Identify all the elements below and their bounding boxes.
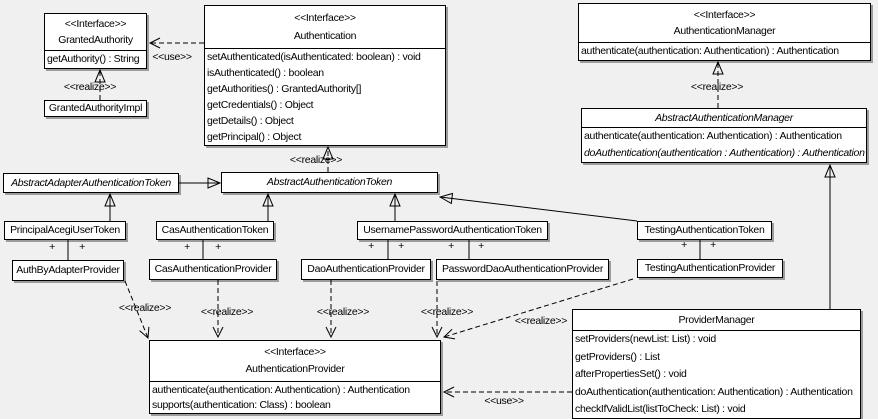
class-name: AbstractAuthenticationManager xyxy=(655,111,793,124)
class-auth-by-adapter-provider[interactable]: AuthByAdapterProvider xyxy=(12,260,124,281)
method-label: doAuthentication(authentication : Authen… xyxy=(584,147,865,160)
class-header: <<Interface>> Authentication xyxy=(205,6,445,49)
class-abstract-adapter-authentication-token[interactable]: AbstractAdapterAuthenticationToken xyxy=(3,173,179,193)
class-header: <<Interface>> AuthenticationManager xyxy=(579,4,870,43)
class-header: <<Interface>> AuthenticationProvider xyxy=(150,341,440,382)
class-principal-acegi-user-token[interactable]: PrincipalAcegiUserToken xyxy=(4,221,126,240)
class-name: DaoAuthenticationProvider xyxy=(307,263,425,276)
class-testing-authentication-token[interactable]: TestingAuthenticationToken xyxy=(637,221,772,240)
stereotype-label: <<Interface>> xyxy=(264,346,326,359)
class-name: TestingAuthenticationToken xyxy=(644,224,765,237)
multiplicity-label: + xyxy=(448,239,454,252)
multiplicity-label: + xyxy=(368,239,374,252)
method-label: setProviders(newList: List) : void xyxy=(575,333,716,346)
class-name: GrantedAuthority xyxy=(58,33,133,46)
method-label: checkIfValidList(listToCheck: List) : vo… xyxy=(575,403,746,415)
class-name: TestingAuthenticationProvider xyxy=(644,262,776,275)
class-name: CasAuthenticationProvider xyxy=(154,263,272,276)
method-label: getDetails() : Object xyxy=(207,114,294,127)
method-label: isAuthenticated() : boolean xyxy=(207,66,324,79)
class-name: AuthenticationManager xyxy=(673,24,776,37)
edge-label-realize: <<realize>> xyxy=(316,305,370,318)
class-provider-manager[interactable]: ProviderManager setProviders(newList: Li… xyxy=(572,309,861,419)
method-label: doAuthentication(authentication: Authent… xyxy=(575,385,853,398)
class-name: AbstractAdapterAuthenticationToken xyxy=(11,176,171,189)
method-label: getProviders() : List xyxy=(575,350,660,363)
method-label: getAuthorities() : GrantedAuthority[] xyxy=(207,82,362,95)
edge-label-realize: <<realize>> xyxy=(289,153,343,166)
edge-gen-testingauthenticationtoken-abstracttoken xyxy=(440,197,638,222)
class-header: <<Interface>> GrantedAuthority xyxy=(45,14,146,51)
edge-label-realize: <<realize>> xyxy=(690,80,744,93)
method-label: setAuthenticated(isAuthenticated: boolea… xyxy=(207,50,421,63)
method-label: authenticate(authentication: Authenticat… xyxy=(152,383,410,396)
method-label: getPrincipal() : Object xyxy=(207,130,302,143)
edge-label-realize: <<realize>> xyxy=(514,314,568,327)
method-label: authenticate(authentication: Authenticat… xyxy=(584,130,842,143)
edge-label-use: <<use>> xyxy=(152,50,192,63)
class-cas-authentication-token[interactable]: CasAuthenticationToken xyxy=(156,221,274,240)
edge-label-realize: <<realize>> xyxy=(63,80,117,93)
class-header: ProviderManager xyxy=(573,310,860,331)
method-label: afterPropertiesSet() : void xyxy=(575,368,687,381)
class-granted-authority-impl[interactable]: GrantedAuthorityImpl xyxy=(44,100,147,117)
class-granted-authority[interactable]: <<Interface>> GrantedAuthority getAuthor… xyxy=(44,13,147,69)
multiplicity-label: + xyxy=(49,240,55,253)
multiplicity-label: + xyxy=(215,240,221,253)
class-authentication[interactable]: <<Interface>> Authentication setAuthenti… xyxy=(204,5,446,146)
class-cas-authentication-provider[interactable]: CasAuthenticationProvider xyxy=(149,259,277,280)
edge-label-realize: <<realize>> xyxy=(200,305,254,318)
class-name: Authentication xyxy=(293,29,357,42)
stereotype-label: <<Interface>> xyxy=(693,8,756,21)
class-password-dao-authentication-provider[interactable]: PasswordDaoAuthenticationProvider xyxy=(436,259,609,280)
edge-label-realize: <<realize>> xyxy=(118,301,172,314)
multiplicity-label: + xyxy=(681,238,687,251)
class-name: AuthenticationProvider xyxy=(245,363,345,376)
class-authentication-provider[interactable]: <<Interface>> AuthenticationProvider aut… xyxy=(149,340,441,414)
multiplicity-label: + xyxy=(478,239,484,252)
stereotype-label: <<Interface>> xyxy=(64,18,127,30)
method-label: supports(authentication: Class) : boolea… xyxy=(152,399,331,411)
multiplicity-label: + xyxy=(398,239,404,252)
class-name: GrantedAuthorityImpl xyxy=(48,102,143,115)
method-label: authenticate(authentication: Authenticat… xyxy=(581,45,839,58)
class-name: ProviderManager xyxy=(678,313,755,326)
class-authentication-manager[interactable]: <<Interface>> AuthenticationManager auth… xyxy=(578,3,871,61)
edge-label-use: <<use>> xyxy=(484,394,524,407)
class-header: AbstractAuthenticationManager xyxy=(582,109,866,128)
class-abstract-authentication-token[interactable]: AbstractAuthenticationToken xyxy=(221,172,438,193)
class-abstract-authentication-manager[interactable]: AbstractAuthenticationManager authentica… xyxy=(581,108,867,163)
stereotype-label: <<Interface>> xyxy=(294,12,356,24)
multiplicity-label: + xyxy=(79,240,85,253)
class-name: CasAuthenticationToken xyxy=(161,224,269,237)
method-label: getAuthority() : String xyxy=(47,53,140,66)
multiplicity-label: + xyxy=(710,238,716,251)
multiplicity-label: + xyxy=(184,240,190,253)
class-testing-authentication-provider[interactable]: TestingAuthenticationProvider xyxy=(637,259,783,278)
class-username-password-authentication-token[interactable]: UsernamePasswordAuthenticationToken xyxy=(357,221,548,240)
class-name: UsernamePasswordAuthenticationToken xyxy=(363,224,542,237)
method-label: getCredentials() : Object xyxy=(207,98,314,111)
class-name: PrincipalAcegiUserToken xyxy=(10,224,120,237)
edge-label-realize: <<realize>> xyxy=(420,305,474,318)
class-name: PasswordDaoAuthenticationProvider xyxy=(441,263,604,276)
class-name: AbstractAuthenticationToken xyxy=(266,176,393,189)
class-dao-authentication-provider[interactable]: DaoAuthenticationProvider xyxy=(301,259,431,280)
class-name: AuthByAdapterProvider xyxy=(16,264,120,277)
